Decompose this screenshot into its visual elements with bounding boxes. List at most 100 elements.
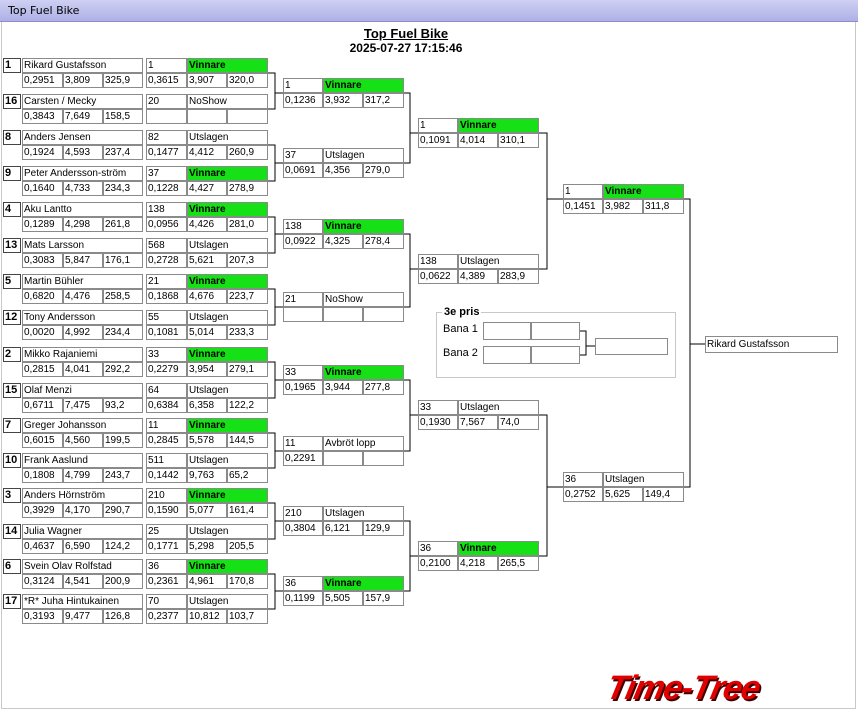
- racer-name[interactable]: Mikko Rajaniemi: [22, 347, 143, 362]
- elapsed-time-2: 4,412: [187, 145, 227, 160]
- result-status: Utslagen: [603, 472, 684, 487]
- top-speed: 158,5: [103, 109, 143, 124]
- result-status: Vinnare: [187, 274, 268, 289]
- racer-id: 82: [146, 130, 187, 145]
- top-speed: 200,9: [103, 574, 143, 589]
- reaction-time-2: 0,2377: [146, 609, 187, 624]
- racer-id: 138: [283, 219, 323, 234]
- top-speed-2: [227, 109, 268, 124]
- elapsed-time: 4,560: [63, 433, 103, 448]
- elapsed-time: [323, 451, 363, 466]
- racer-id: 36: [146, 559, 187, 574]
- elapsed-time: 4,170: [63, 503, 103, 518]
- elapsed-time: 7,649: [63, 109, 103, 124]
- seed-number: 9: [3, 166, 21, 181]
- result-status: Vinnare: [323, 365, 404, 380]
- lane1-label: Bana 1: [443, 323, 478, 335]
- racer-name[interactable]: Peter Andersson-ström: [22, 166, 143, 181]
- third-lane2-cell-a[interactable]: [483, 346, 531, 364]
- top-speed-2: 122,2: [227, 398, 268, 413]
- reaction-time: 0,2291: [283, 451, 323, 466]
- result-status: Vinnare: [323, 78, 404, 93]
- reaction-time-2: 0,2845: [146, 433, 187, 448]
- reaction-time-2: [146, 109, 187, 124]
- top-speed: 283,9: [498, 269, 539, 284]
- reaction-time: 0,2752: [563, 487, 603, 502]
- racer-name[interactable]: Mats Larsson: [22, 238, 143, 253]
- reaction-time-2: 0,0956: [146, 217, 187, 232]
- top-speed: 157,9: [363, 591, 404, 606]
- lane2-label: Bana 2: [443, 347, 478, 359]
- racer-name[interactable]: Olaf Menzi: [22, 383, 143, 398]
- racer-name[interactable]: Anders Jensen: [22, 130, 143, 145]
- elapsed-time: 4,541: [63, 574, 103, 589]
- racer-name[interactable]: Svein Olav Rolfstad: [22, 559, 143, 574]
- elapsed-time: 5,625: [603, 487, 643, 502]
- reaction-time-2: 0,3615: [146, 73, 187, 88]
- third-lane2-cell-b[interactable]: [531, 346, 580, 364]
- reaction-time: 0,3083: [22, 253, 63, 268]
- racer-name[interactable]: Tony Andersson: [22, 310, 143, 325]
- racer-id: 138: [418, 254, 458, 269]
- top-speed: 234,4: [103, 325, 143, 340]
- reaction-time: [283, 307, 323, 322]
- elapsed-time: 7,567: [458, 415, 498, 430]
- reaction-time: 0,1091: [418, 133, 458, 148]
- racer-id: 37: [283, 148, 323, 163]
- third-lane1-cell-a[interactable]: [483, 322, 531, 340]
- top-speed-2: 320,0: [227, 73, 268, 88]
- reaction-time: 0,6015: [22, 433, 63, 448]
- elapsed-time: 3,932: [323, 93, 363, 108]
- result-status: Vinnare: [603, 184, 684, 199]
- elapsed-time: 4,014: [458, 133, 498, 148]
- third-place-title: 3e pris: [442, 306, 482, 318]
- racer-name[interactable]: Rikard Gustafsson: [22, 58, 143, 73]
- elapsed-time: 6,121: [323, 521, 363, 536]
- top-speed-2: 144,5: [227, 433, 268, 448]
- top-speed-2: 233,3: [227, 325, 268, 340]
- bracket-connector: [268, 502, 276, 540]
- reaction-time-2: 0,1868: [146, 289, 187, 304]
- racer-name[interactable]: Carsten / Mecky: [22, 94, 143, 109]
- top-speed-2: 103,7: [227, 609, 268, 624]
- reaction-time: 0,1640: [22, 181, 63, 196]
- top-speed: 176,1: [103, 253, 143, 268]
- racer-name[interactable]: Greger Johansson: [22, 418, 143, 433]
- top-speed: 317,2: [363, 93, 404, 108]
- window-titlebar: Top Fuel Bike: [0, 0, 858, 22]
- elapsed-time-2: [187, 109, 227, 124]
- seed-number: 16: [3, 94, 21, 109]
- elapsed-time-2: 4,676: [187, 289, 227, 304]
- elapsed-time-2: 5,298: [187, 539, 227, 554]
- seed-number: 6: [3, 559, 21, 574]
- racer-name[interactable]: Julia Wagner: [22, 524, 143, 539]
- seed-number: 1: [3, 58, 21, 73]
- racer-id: 70: [146, 594, 187, 609]
- top-speed-2: 65,2: [227, 468, 268, 483]
- racer-name[interactable]: Anders Hörnström: [22, 488, 143, 503]
- result-status: Utslagen: [187, 453, 268, 468]
- racer-id: 511: [146, 453, 187, 468]
- champion-box: Rikard Gustafsson: [705, 336, 838, 353]
- result-status: Utslagen: [187, 594, 268, 609]
- racer-name[interactable]: Aku Lantto: [22, 202, 143, 217]
- racer-name[interactable]: Frank Aaslund: [22, 453, 143, 468]
- top-speed-2: 161,4: [227, 503, 268, 518]
- result-status: Utslagen: [187, 383, 268, 398]
- top-speed: 279,0: [363, 163, 404, 178]
- racer-name[interactable]: Martin Bühler: [22, 274, 143, 289]
- reaction-time-2: 0,1477: [146, 145, 187, 160]
- result-status: Vinnare: [458, 541, 539, 556]
- bracket-connector: [268, 361, 276, 399]
- reaction-time: 0,6711: [22, 398, 63, 413]
- reaction-time-2: 0,1442: [146, 468, 187, 483]
- reaction-time-2: 0,1771: [146, 539, 187, 554]
- top-speed: 74,0: [498, 415, 539, 430]
- result-status: Vinnare: [323, 219, 404, 234]
- reaction-time: 0,1199: [283, 591, 323, 606]
- top-speed-2: 260,9: [227, 145, 268, 160]
- racer-name[interactable]: *R* Juha Hintukainen: [22, 594, 143, 609]
- third-lane1-cell-b[interactable]: [531, 322, 580, 340]
- result-status: Vinnare: [187, 166, 268, 181]
